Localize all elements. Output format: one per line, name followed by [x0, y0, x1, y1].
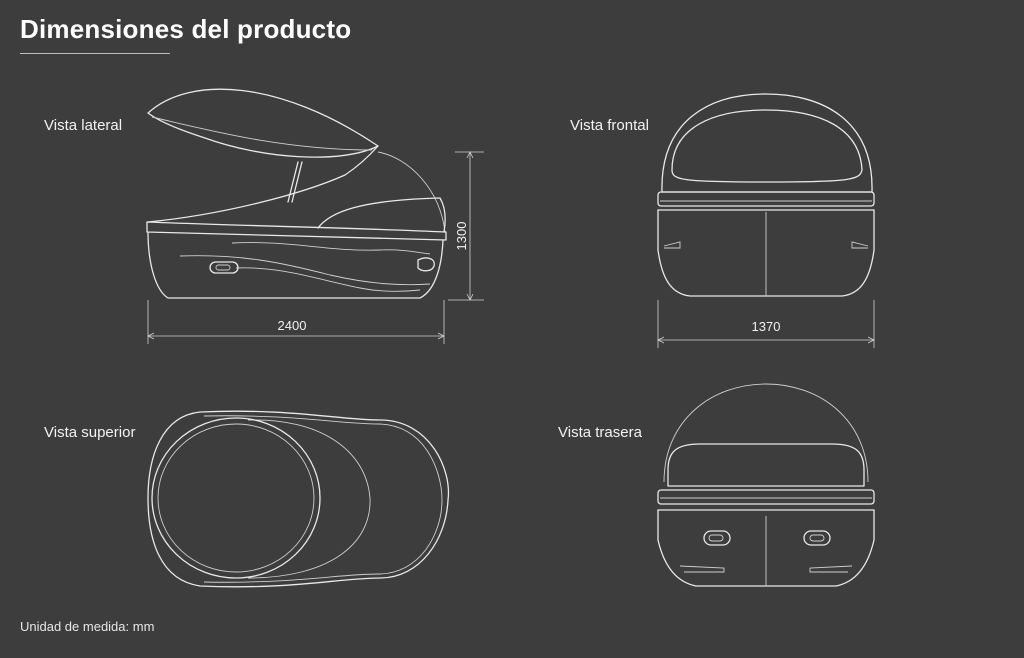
title-underline	[20, 53, 170, 54]
page-title: Dimensiones del producto	[20, 14, 352, 44]
top-view-drawing	[147, 410, 450, 588]
front-view-drawing: 1370	[657, 93, 875, 348]
label-rear-view: Vista trasera	[558, 424, 642, 441]
rear-view-drawing	[657, 383, 875, 587]
label-top-view: Vista superior	[44, 424, 136, 441]
label-front-view: Vista frontal	[570, 117, 649, 134]
label-side-view: Vista lateral	[44, 117, 123, 134]
width-dimension: 1370	[752, 319, 781, 334]
height-dimension: 1300	[454, 222, 469, 251]
side-view-drawing: 1300 2400	[146, 88, 484, 344]
unit-note: Unidad de medida: mm	[20, 619, 155, 634]
length-dimension: 2400	[278, 318, 307, 333]
